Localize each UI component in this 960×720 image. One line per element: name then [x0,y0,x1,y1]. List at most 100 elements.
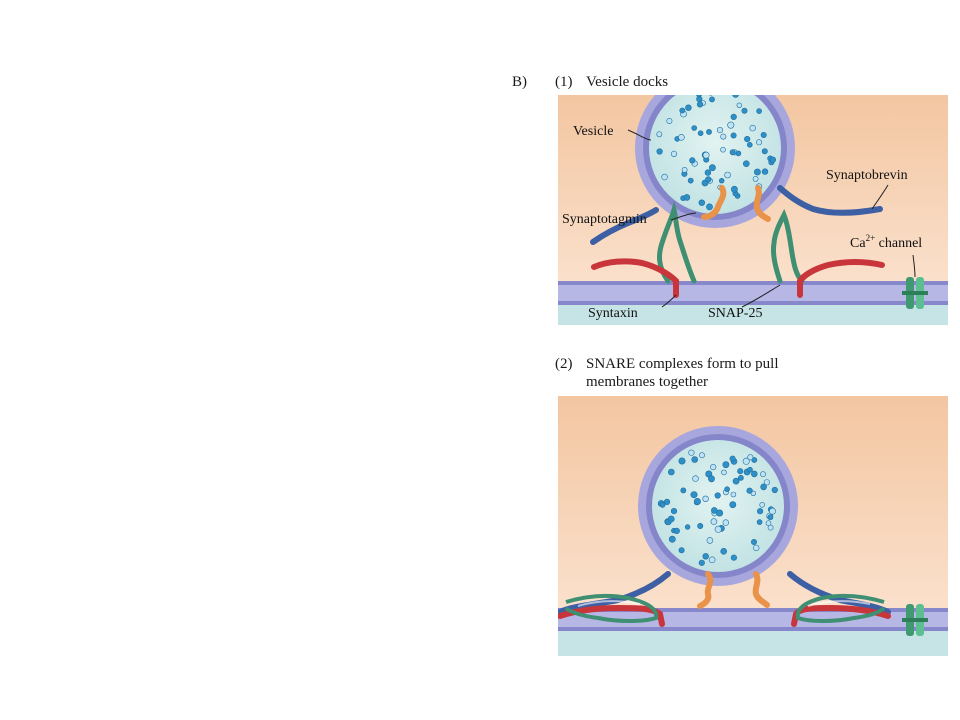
neurotransmitter-dot [697,130,704,137]
neurotransmitter-dot [696,101,704,108]
neurotransmitter-dot [730,185,738,193]
neurotransmitter-dot [681,167,688,173]
neurotransmitter-dot [765,520,772,526]
neurotransmitter-dot [704,169,712,176]
neurotransmitter-dot [687,177,694,184]
extracellular-space [558,305,948,325]
extracellular-space-2 [558,631,948,656]
synaptotagmin-right [753,185,771,222]
neurotransmitter-dot [720,133,727,140]
neurotransmitter-dot [729,455,736,462]
neurotransmitter-dot [742,457,750,465]
neurotransmitter-dot [722,519,730,526]
neurotransmitter-dot [720,548,727,555]
neurotransmitter-dot [732,477,740,485]
neurotransmitter-dot [709,96,715,103]
synaptobrevin-label: Synaptobrevin [826,168,908,183]
neurotransmitter-dot [697,523,704,530]
neurotransmitter-dot [706,129,712,135]
neurotransmitter-dot [689,157,696,164]
neurotransmitter-dot [761,148,768,155]
neurotransmitter-dot [688,449,695,456]
neurotransmitter-dot [724,171,731,179]
snare-complex-diagram [558,396,948,656]
neurotransmitter-dot [696,95,702,98]
neurotransmitter-dot [710,463,717,471]
neurotransmitter-dot [741,107,748,114]
neurotransmitter-dot [708,556,716,564]
neurotransmitter-dot [751,457,758,463]
calcium-channel-2 [902,604,928,636]
neurotransmitter-dot [716,509,724,517]
neurotransmitter-dot [683,194,691,201]
neurotransmitter-dot [690,491,698,499]
vesicle-lumen-2 [652,440,784,572]
neurotransmitter-dot [746,487,753,494]
neurotransmitter-dot [702,151,710,159]
neurotransmitter-dot [691,125,697,131]
neurotransmitter-dot [760,471,766,478]
neurotransmitter-dot [735,150,742,157]
neurotransmitter-dot [705,176,712,183]
neurotransmitter-dot [714,525,722,533]
synaptobrevin-left [590,207,659,245]
vesicle-docks-diagram: Vesicle Synaptobrevin Synaptotagmin Ca2+… [558,95,948,325]
neurotransmitter-dot [666,117,673,124]
neurotransmitter-dot [678,547,685,554]
neurotransmitter-dot [698,199,706,206]
neurotransmitter-dot [692,475,699,482]
neurotransmitter-dot [719,177,725,184]
neurotransmitter-dot [736,102,743,109]
neurotransmitter-dot [656,131,663,138]
step1-title: Vesicle docks [586,74,669,90]
neurotransmitter-dot [684,524,691,530]
neurotransmitter-dot [747,454,754,461]
neurotransmitter-dot [678,457,686,465]
neurotransmitter-dot [756,108,762,114]
synaptobrevin-right [777,185,883,216]
neurotransmitter-dot [730,132,737,139]
neurotransmitter-dot [708,475,715,483]
neurotransmitter-dot [756,139,763,146]
neurotransmitter-dot [716,126,724,134]
figure-part-label: B) [512,74,527,90]
neurotransmitter-dot [656,148,663,155]
neurotransmitter-dot [760,483,767,491]
neurotransmitter-dot [721,469,727,476]
snare-complex-right [787,571,891,627]
neurotransmitter-dot [714,492,721,499]
neurotransmitter-dot [730,491,737,498]
neurotransmitter-dot [759,502,765,508]
neurotransmitter-dot [724,486,730,492]
neurotransmitter-dot [753,544,760,552]
syntaxin-left [591,258,679,298]
neurotransmitter-dot [722,461,730,469]
neurotransmitter-dot [691,456,698,463]
neurotransmitter-dots-2 [657,449,778,566]
neurotransmitter-dot [702,553,709,560]
membrane-leaflet-bottom-2 [558,627,948,631]
neurotransmitter-dot [751,470,758,478]
neurotransmitter-dot [730,554,737,561]
neurotransmitter-dot [756,519,763,525]
neurotransmitter-dot [668,535,676,543]
neurotransmitter-dot [678,133,685,141]
panel-snare-complexes [558,396,948,656]
neurotransmitter-dot [771,486,778,494]
neurotransmitter-dot [702,495,709,503]
neurotransmitter-dot [699,452,705,459]
step2-number: (2) [555,356,573,372]
neurotransmitter-dot [667,515,675,523]
ca-channel-label: Ca2+ channel [850,233,922,251]
step2-title-line2: membranes together [586,374,709,390]
calcium-channel [902,277,928,309]
neurotransmitter-dot [680,487,687,494]
snap25-label: SNAP-25 [708,306,762,321]
neurotransmitter-dot [685,104,692,111]
neurotransmitter-dot [729,149,736,156]
neurotransmitter-dot [761,168,769,175]
neurotransmitter-dot [670,150,678,158]
neurotransmitter-dot [730,113,737,121]
neurotransmitter-dot [747,141,753,148]
neurotransmitter-dot [763,479,770,486]
